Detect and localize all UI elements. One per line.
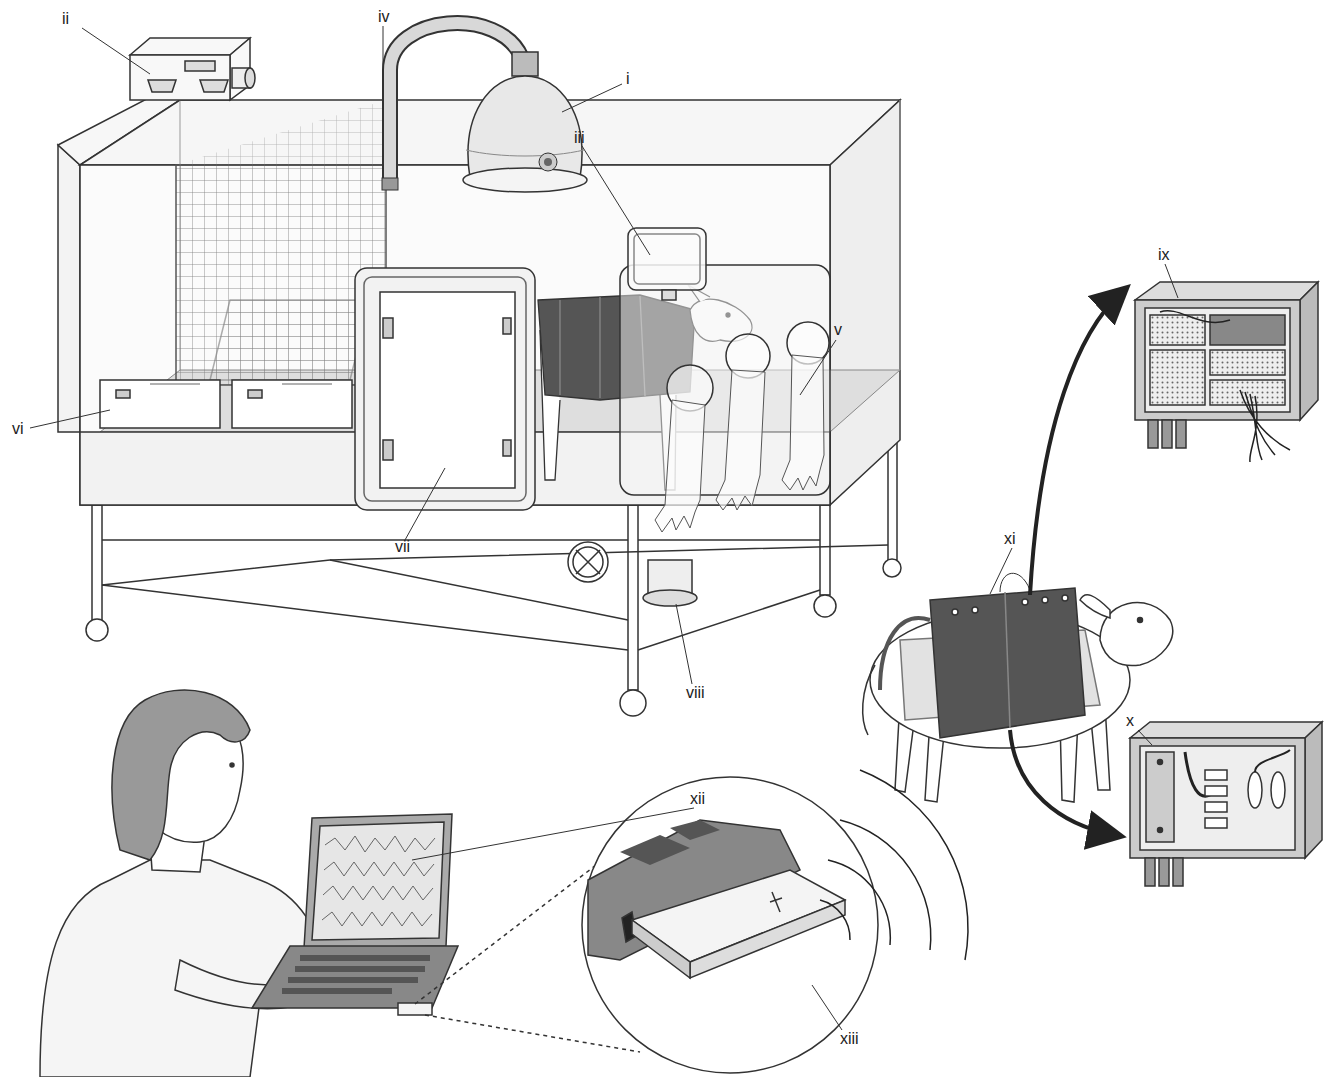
callout-number: v bbox=[834, 321, 842, 339]
callout-number: xi bbox=[1004, 530, 1016, 548]
battery-box bbox=[1130, 722, 1322, 886]
callout-number: vi bbox=[12, 420, 24, 438]
vacuum-unit bbox=[382, 23, 587, 192]
callout-number: xiii bbox=[840, 1030, 859, 1048]
detail-arrows bbox=[1010, 292, 1122, 835]
operator bbox=[40, 690, 330, 1077]
callout-number: viii bbox=[686, 684, 705, 702]
callout-number: iv bbox=[378, 8, 390, 26]
laptop bbox=[252, 814, 458, 1015]
leader-lines bbox=[30, 26, 1178, 1030]
magnified-view bbox=[415, 770, 968, 1073]
transfer-box bbox=[130, 38, 255, 100]
callout-number: vii bbox=[395, 538, 410, 556]
callout-number: xii bbox=[690, 790, 705, 808]
drawers bbox=[100, 380, 352, 428]
electronics-box bbox=[1135, 282, 1318, 462]
callout-number: ii bbox=[62, 10, 69, 28]
access-door bbox=[355, 268, 535, 510]
glove-panel bbox=[620, 228, 830, 495]
callout-number: ix bbox=[1158, 246, 1170, 264]
callout-number: iii bbox=[574, 129, 585, 147]
gloves bbox=[655, 355, 824, 532]
callout-number: i bbox=[626, 70, 630, 88]
valve bbox=[568, 542, 697, 606]
callout-number: x bbox=[1126, 712, 1134, 730]
